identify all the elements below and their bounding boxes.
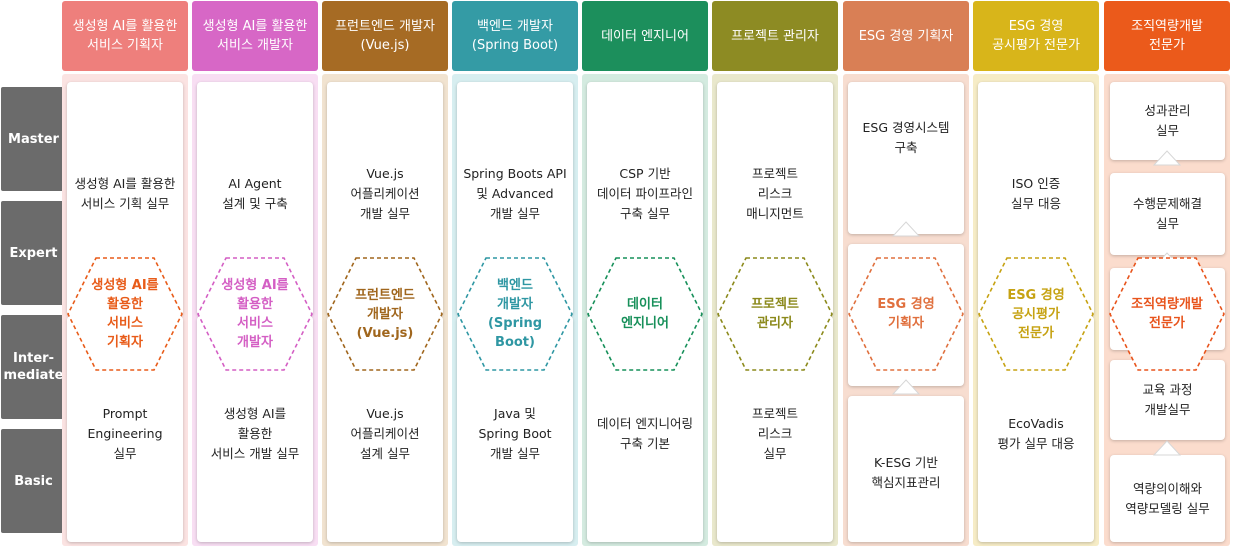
hexagon-shape	[1109, 257, 1225, 371]
level-label-1: Expert	[1, 201, 66, 305]
level-label-2: Inter-mediate	[1, 315, 66, 419]
hexagon-shape	[457, 257, 573, 371]
column-header: 데이터 엔지니어	[582, 1, 708, 71]
hexagon-shape	[848, 257, 964, 371]
column-header: 프런트엔드 개발자(Vue.js)	[322, 1, 448, 71]
column-header: 백엔드 개발자(Spring Boot)	[452, 1, 578, 71]
level-label-0: Master	[1, 87, 66, 191]
column-header: ESG 경영 기획자	[843, 1, 969, 71]
hexagon-shape	[978, 257, 1094, 371]
arrow-up-icon	[1153, 150, 1181, 166]
arrow-up-icon	[892, 379, 920, 395]
level-label-3: Basic	[1, 429, 66, 533]
arrow-up-icon	[1153, 440, 1181, 456]
hexagon-shape	[197, 257, 313, 371]
hexagon-shape	[587, 257, 703, 371]
hexagon-shape	[327, 257, 443, 371]
column-header: 프로젝트 관리자	[712, 1, 838, 71]
hexagon-shape	[67, 257, 183, 371]
hexagon-shape	[717, 257, 833, 371]
arrow-up-icon	[892, 221, 920, 237]
